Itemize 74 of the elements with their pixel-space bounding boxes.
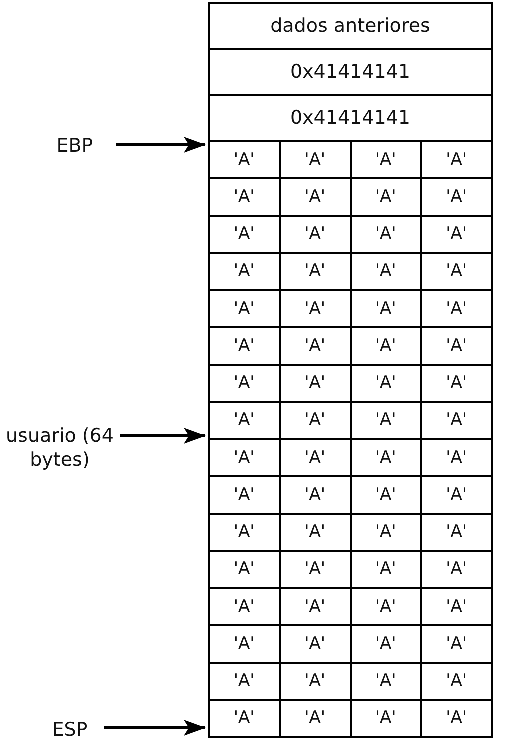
memory-cell: 'A' xyxy=(352,179,420,214)
memory-cell: 'A' xyxy=(210,291,279,326)
memory-cell: 'A' xyxy=(352,440,420,476)
memory-row: 0x41414141 xyxy=(208,94,493,142)
memory-cell: 'A' xyxy=(210,664,279,699)
memory-cell: 'A' xyxy=(280,142,350,178)
memory-cell: 'A' xyxy=(210,589,279,624)
memory-cell: 'A' xyxy=(422,552,491,587)
memory-cell: 'A' xyxy=(422,440,491,476)
memory-row: dados anteriores xyxy=(208,2,493,50)
memory-cell: 'A' xyxy=(422,664,491,699)
memory-cell: 'A' xyxy=(352,700,420,736)
memory-cell: 'A' xyxy=(210,477,279,512)
memory-cell: 'A' xyxy=(352,254,420,289)
memory-cell: 'A' xyxy=(210,700,279,736)
memory-cell: 'A' xyxy=(422,328,491,364)
memory-cell: 'A' xyxy=(422,626,491,662)
pointer-label: ESP xyxy=(40,718,100,742)
memory-cell: 'A' xyxy=(280,626,350,662)
memory-cell: 'A' xyxy=(422,700,491,736)
arrow xyxy=(120,428,206,444)
buffer-grid xyxy=(208,140,493,738)
memory-cell: 'A' xyxy=(280,366,350,401)
memory-cell: 'A' xyxy=(210,216,279,252)
memory-cell: 'A' xyxy=(210,179,279,214)
memory-cell: 'A' xyxy=(280,700,350,736)
memory-row: 0x41414141 xyxy=(208,48,493,96)
memory-cell: 'A' xyxy=(422,514,491,550)
memory-cell: 'A' xyxy=(422,366,491,401)
memory-cell: 'A' xyxy=(280,664,350,699)
memory-cell: 'A' xyxy=(352,402,420,438)
memory-cell: 'A' xyxy=(352,552,420,587)
memory-cell: 'A' xyxy=(210,254,279,289)
memory-cell: 'A' xyxy=(210,440,279,476)
memory-cell: 'A' xyxy=(352,366,420,401)
memory-cell: 'A' xyxy=(280,440,350,476)
memory-cell: 'A' xyxy=(210,366,279,401)
memory-cell: 'A' xyxy=(280,402,350,438)
memory-cell: 'A' xyxy=(422,179,491,214)
memory-cell: 'A' xyxy=(422,254,491,289)
memory-cell: 'A' xyxy=(280,254,350,289)
memory-cell: 'A' xyxy=(422,589,491,624)
memory-cell: 'A' xyxy=(280,589,350,624)
memory-cell: 'A' xyxy=(210,402,279,438)
memory-cell: 'A' xyxy=(352,216,420,252)
pointer-label: EBP xyxy=(40,134,110,158)
pointer-label: usuario (64 bytes) xyxy=(6,424,114,472)
memory-cell: 'A' xyxy=(280,552,350,587)
memory-cell: 'A' xyxy=(352,328,420,364)
arrow xyxy=(116,137,206,153)
memory-cell: 'A' xyxy=(280,328,350,364)
memory-cell: 'A' xyxy=(280,179,350,214)
memory-cell: 'A' xyxy=(280,291,350,326)
memory-cell: 'A' xyxy=(352,664,420,699)
memory-cell: 'A' xyxy=(210,142,279,178)
memory-cell: 'A' xyxy=(210,328,279,364)
memory-cell: 'A' xyxy=(352,589,420,624)
memory-cell: 'A' xyxy=(280,514,350,550)
memory-cell: 'A' xyxy=(210,514,279,550)
memory-cell: 'A' xyxy=(422,216,491,252)
memory-cell: 'A' xyxy=(352,291,420,326)
memory-cell: 'A' xyxy=(422,142,491,178)
memory-cell: 'A' xyxy=(210,626,279,662)
memory-cell: 'A' xyxy=(210,552,279,587)
memory-cell: 'A' xyxy=(352,514,420,550)
arrow xyxy=(104,720,206,736)
memory-cell: 'A' xyxy=(352,477,420,512)
memory-cell: 'A' xyxy=(422,477,491,512)
memory-cell: 'A' xyxy=(352,626,420,662)
memory-cell: 'A' xyxy=(352,142,420,178)
memory-cell: 'A' xyxy=(280,216,350,252)
memory-cell: 'A' xyxy=(422,291,491,326)
memory-cell: 'A' xyxy=(280,477,350,512)
memory-cell: 'A' xyxy=(422,402,491,438)
